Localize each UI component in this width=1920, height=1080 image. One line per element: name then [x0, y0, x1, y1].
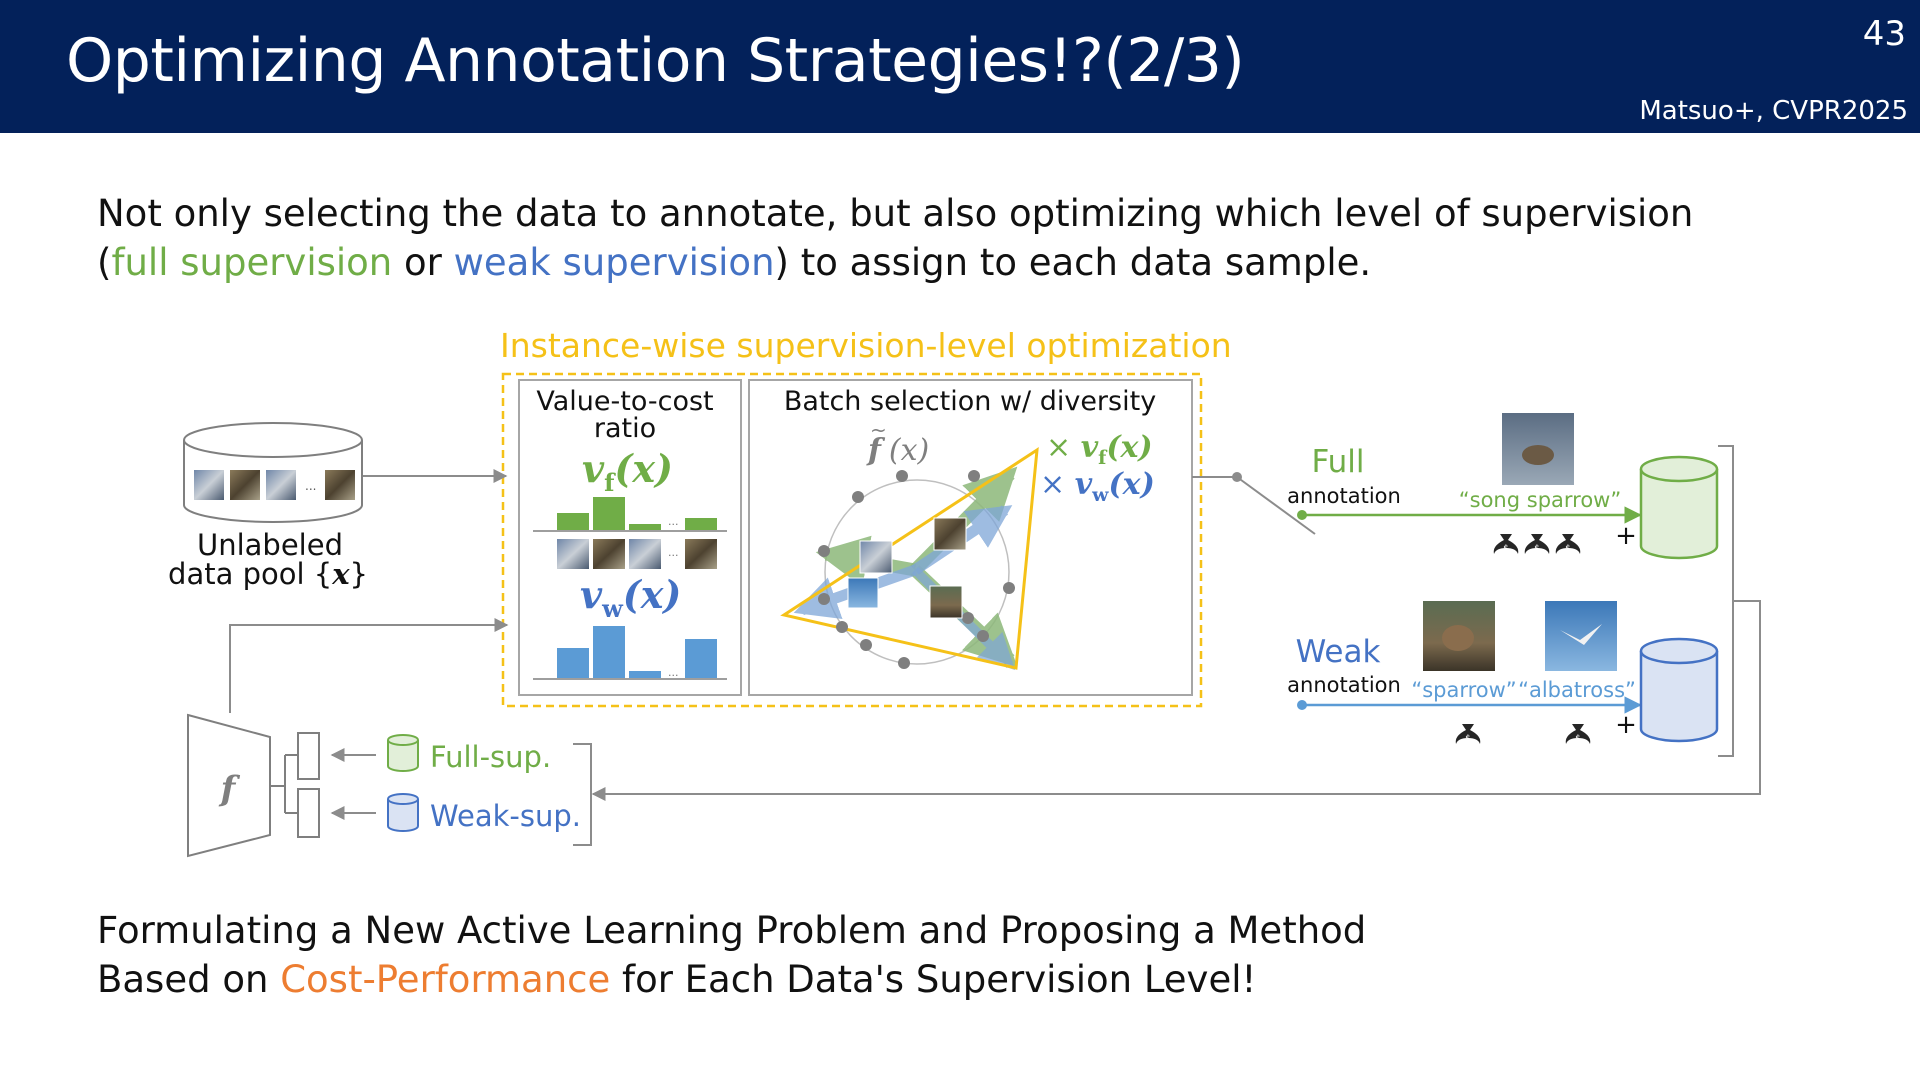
svg-text:$: $: [1534, 544, 1540, 554]
bird-shape: [1522, 445, 1554, 465]
weak-head: [298, 789, 319, 837]
bird-thumbnail: [629, 539, 661, 569]
money-bag-icon: $: [1556, 534, 1581, 554]
full-cost-icons: $ $ $: [1494, 534, 1581, 554]
batch-box-title: Batch selection w/ diversity: [784, 386, 1156, 417]
vw-bar: [685, 639, 717, 678]
bird-thumbnail: [325, 470, 355, 500]
bird-thumbnail: [593, 539, 625, 569]
weak-annotation-sublabel: annotation: [1287, 673, 1401, 697]
unlabeled-pool-icon: ...: [184, 423, 362, 522]
full-sup-legend: Full-sup.: [430, 740, 551, 774]
model-f-icon: f: [188, 715, 319, 856]
cost-performance-term: Cost-Performance: [280, 958, 610, 1001]
albatross-photo: [1545, 601, 1617, 671]
tilde-accent: ~: [870, 418, 887, 442]
vw-bar: [557, 648, 589, 678]
vw-bar-ellipsis: ...: [668, 666, 679, 679]
weak-labeled-db-icon: [1641, 639, 1717, 741]
vf-bar: [593, 497, 625, 530]
model-to-value-arrow: [230, 625, 507, 713]
bird-thumbnail: [685, 539, 717, 569]
conclusion-prefix: Based on: [97, 958, 280, 1001]
pool-ellipsis: ...: [305, 479, 316, 493]
weak-sup-legend: Weak-sup.: [430, 799, 581, 833]
vf-bar: [557, 513, 589, 530]
labeled-set-bracket: [1718, 446, 1733, 756]
vw-bar: [629, 671, 661, 678]
bird-thumbnail: [557, 539, 589, 569]
weak-annotation-label: Weak: [1296, 634, 1381, 670]
bird-shape: [1442, 625, 1474, 651]
conclusion-line-1: Formulating a New Active Learning Proble…: [97, 906, 1366, 955]
bird-thumbnail: [194, 470, 224, 500]
bird-thumbnail: [934, 518, 966, 550]
full-annotation-label: Full: [1311, 444, 1364, 480]
full-annotation-sublabel: annotation: [1287, 484, 1401, 508]
money-bag-icon: $: [1566, 724, 1591, 744]
money-bag-icon: $: [1456, 724, 1481, 744]
vf-bar: [629, 524, 661, 530]
vw-bar: [593, 626, 625, 678]
conclusion-text: Formulating a New Active Learning Proble…: [97, 906, 1366, 1004]
weak-example-1: “sparrow”: [1411, 678, 1516, 702]
conclusion-suffix: for Each Data's Supervision Level!: [610, 958, 1256, 1001]
weak-sup-db-icon: [388, 794, 418, 831]
vf-formula: vf(x): [582, 446, 673, 497]
svg-text:$: $: [1503, 544, 1509, 554]
conclusion-line-2: Based on Cost-Performance for Each Data'…: [97, 955, 1366, 1004]
weak-example-2: “albatross”: [1518, 678, 1636, 702]
full-annotation-example: “song sparrow”: [1459, 488, 1621, 512]
full-sup-db-icon: [388, 735, 418, 771]
full-plus: +: [1615, 521, 1637, 551]
thumb-ellipsis: ...: [668, 546, 679, 559]
bird-thumbnail: [230, 470, 260, 500]
full-head: [298, 733, 319, 779]
vw-formula: vw(x): [580, 572, 681, 623]
weak-plus: +: [1615, 710, 1637, 740]
value-box-title-line2: ratio: [594, 413, 656, 444]
pool-label-line2: data pool {x}: [168, 557, 368, 591]
vf-bar-ellipsis: ...: [668, 515, 679, 528]
svg-text:$: $: [1575, 734, 1581, 744]
optimization-title: Instance-wise supervision-level optimiza…: [500, 326, 1232, 365]
bird-thumbnail: [848, 578, 878, 608]
money-bag-icon: $: [1525, 534, 1550, 554]
bird-thumbnail: [266, 470, 296, 500]
svg-text:$: $: [1465, 734, 1471, 744]
svg-text:$: $: [1565, 544, 1571, 554]
bird-thumbnail: [860, 541, 892, 573]
vf-bar: [685, 518, 717, 530]
full-labeled-db-icon: [1641, 457, 1717, 558]
money-bag-icon: $: [1494, 534, 1519, 554]
value-box-thumbnails: ...: [557, 539, 717, 569]
bird-thumbnail: [930, 586, 962, 618]
